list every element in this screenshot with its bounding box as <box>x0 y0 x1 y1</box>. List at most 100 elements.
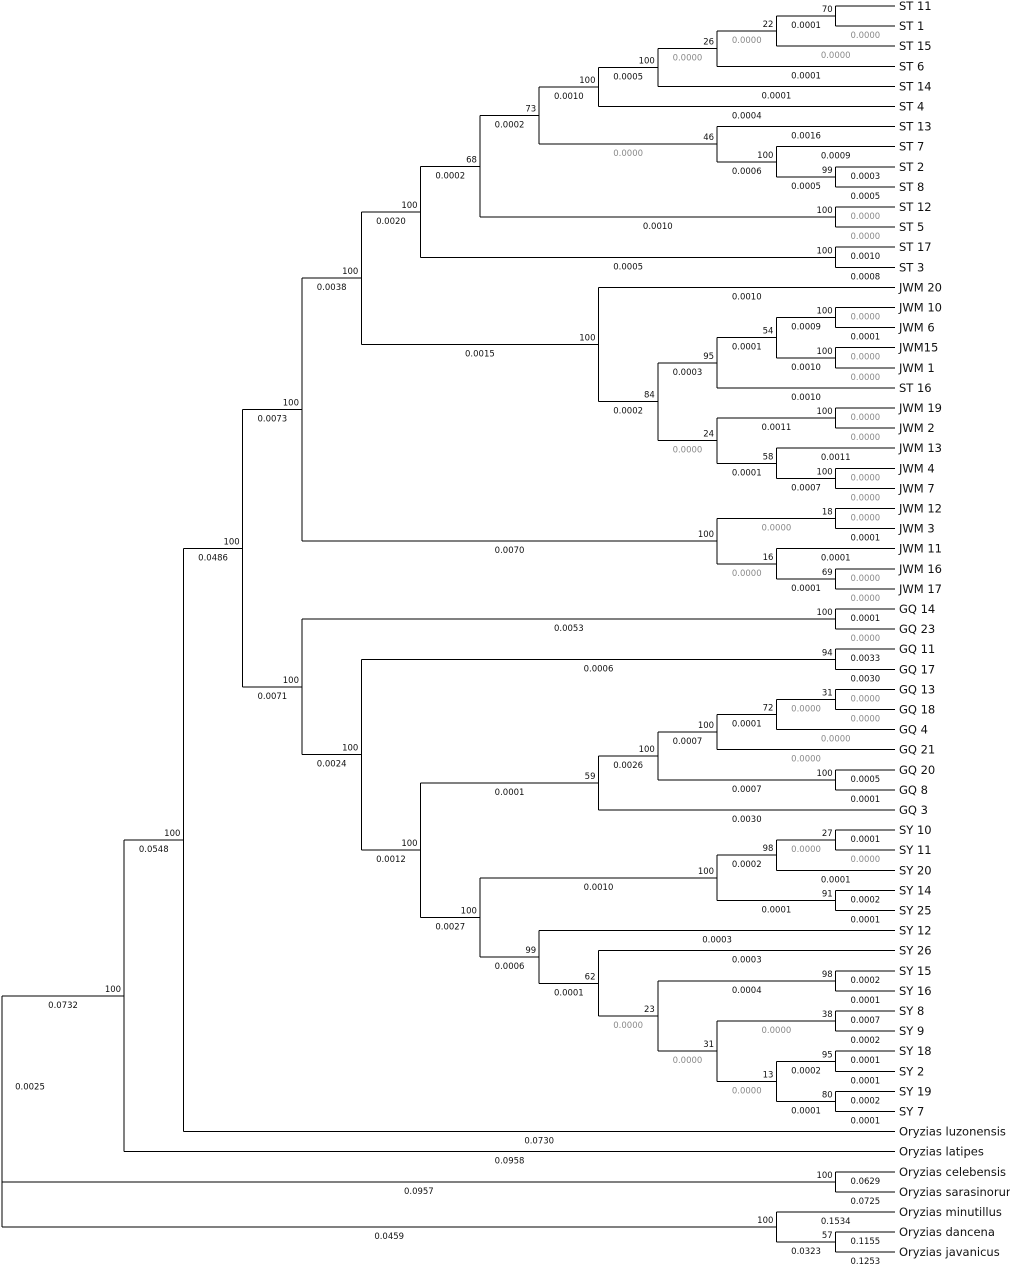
branch-length-label: 0.0001 <box>850 333 880 343</box>
branch-length-label: 0.0000 <box>850 31 880 41</box>
taxon-label: SY 2 <box>899 1064 924 1078</box>
branch-length-label: 0.0010 <box>732 292 762 302</box>
bootstrap-label: 100 <box>757 151 773 161</box>
branch-length-label: 0.0001 <box>850 835 880 845</box>
branch-length-label: 0.0009 <box>791 323 821 333</box>
branch-length-label: 0.0000 <box>673 446 703 456</box>
branch-length-label: 0.0007 <box>850 1016 880 1026</box>
branch-length-label: 0.0024 <box>317 760 347 770</box>
taxon-label: JWM 13 <box>898 441 942 455</box>
taxon-label: JWM 12 <box>898 502 942 516</box>
branch-length-label: 0.0323 <box>791 1247 821 1257</box>
branch-length-label: 0.0002 <box>732 860 762 870</box>
bootstrap-label: 73 <box>525 105 536 115</box>
bootstrap-label: 100 <box>698 867 714 877</box>
branch-length-label: 0.0000 <box>673 54 703 64</box>
branch-length-label: 0.0001 <box>850 996 880 1006</box>
taxon-label: SY 20 <box>899 863 932 877</box>
taxon-label: JWM 16 <box>898 562 942 576</box>
branch-length-label: 0.0070 <box>495 546 525 556</box>
taxon-label: Oryzias dancena <box>899 1225 995 1239</box>
branch-length-label: 0.0000 <box>791 755 821 765</box>
taxon-label: SY 9 <box>899 1024 924 1038</box>
taxon-label: JWM 11 <box>898 542 942 556</box>
taxon-label: GQ 14 <box>899 602 935 616</box>
branch-length-label: 0.0001 <box>821 554 851 564</box>
bootstrap-label: 22 <box>763 20 774 30</box>
taxon-label: ST 2 <box>899 160 924 174</box>
branch-length-label: 0.0006 <box>584 664 614 674</box>
bootstrap-label: 68 <box>466 155 477 165</box>
branch-length-label: 0.0459 <box>374 1232 404 1242</box>
bootstrap-label: 26 <box>703 38 714 48</box>
branch-length-label: 0.1155 <box>850 1237 880 1247</box>
bootstrap-label: 13 <box>763 1070 774 1080</box>
branch-length-label: 0.0006 <box>495 962 525 972</box>
branch-length-label: 0.0007 <box>673 737 703 747</box>
taxon-label: SY 19 <box>899 1084 932 1098</box>
branch-length-label: 0.0002 <box>495 121 525 131</box>
bootstrap-label: 80 <box>822 1090 833 1100</box>
branch-length-label: 0.0016 <box>791 132 821 142</box>
branch-length-label: 0.0957 <box>404 1187 434 1197</box>
bootstrap-label: 91 <box>822 889 833 899</box>
branch-length-label: 0.0001 <box>554 988 584 998</box>
bootstrap-label: 100 <box>639 57 655 67</box>
taxon-label: SY 26 <box>899 944 932 958</box>
bootstrap-label: 100 <box>698 530 714 540</box>
taxon-label: JWM 2 <box>898 421 935 435</box>
branch-length-label: 0.0000 <box>850 313 880 323</box>
taxon-label: ST 1 <box>899 19 924 33</box>
branch-length-label: 0.0000 <box>850 212 880 222</box>
branch-length-label: 0.0000 <box>821 51 851 61</box>
branch-length-label: 0.0003 <box>732 956 762 966</box>
branch-length-label: 0.0000 <box>850 373 880 383</box>
taxon-label: ST 17 <box>899 240 932 254</box>
branch-length-label: 0.0033 <box>850 654 880 664</box>
bootstrap-label: 100 <box>757 1216 773 1226</box>
branch-length-label: 0.0001 <box>850 534 880 544</box>
branch-length-label: 0.0005 <box>613 262 643 272</box>
taxon-label: GQ 8 <box>899 783 928 797</box>
branch-length-label: 0.0000 <box>613 149 643 159</box>
branch-length-label: 0.0009 <box>821 152 851 162</box>
branch-length-label: 0.0000 <box>791 704 821 714</box>
branch-length-label: 0.0073 <box>257 415 287 425</box>
branch-length-label: 0.0730 <box>524 1137 554 1147</box>
bootstrap-label: 100 <box>816 407 832 417</box>
bootstrap-label: 100 <box>698 721 714 731</box>
branch-length-label: 0.0010 <box>554 92 584 102</box>
taxon-label: GQ 3 <box>899 803 928 817</box>
branch-length-label: 0.0011 <box>821 453 851 463</box>
taxon-label: SY 25 <box>899 904 932 918</box>
branch-length-label: 0.0000 <box>850 855 880 865</box>
bootstrap-label: 23 <box>644 1005 655 1015</box>
taxon-label: JWM 3 <box>898 522 935 536</box>
taxon-label: Oryzias celebensis <box>899 1165 1006 1179</box>
branch-length-label: 0.0001 <box>495 788 525 798</box>
taxon-label: GQ 4 <box>899 723 928 737</box>
branch-length-label: 0.0000 <box>850 493 880 503</box>
taxon-label: GQ 21 <box>899 743 935 757</box>
branch-length-label: 0.0958 <box>495 1157 525 1167</box>
branch-length-label: 0.0725 <box>850 1197 880 1207</box>
taxon-label: ST 8 <box>899 180 924 194</box>
branch-length-label: 0.0000 <box>762 524 792 534</box>
bootstrap-label: 69 <box>822 568 833 578</box>
taxon-label: JWM 1 <box>898 361 935 375</box>
root-branch-length: 0.0025 <box>15 1082 45 1092</box>
bootstrap-label: 100 <box>283 676 299 686</box>
branch-length-label: 0.1253 <box>850 1257 880 1265</box>
branch-length-label: 0.0000 <box>850 574 880 584</box>
branch-length-label: 0.0548 <box>139 845 169 855</box>
taxon-label: ST 15 <box>899 39 932 53</box>
branch-length-label: 0.0002 <box>850 976 880 986</box>
taxon-label: ST 12 <box>899 200 932 214</box>
branch-length-label: 0.0005 <box>850 192 880 202</box>
branch-length-label: 0.0001 <box>850 1076 880 1086</box>
bootstrap-label: 46 <box>703 133 714 143</box>
branch-length-label: 0.0000 <box>850 353 880 363</box>
branch-length-label: 0.0000 <box>850 232 880 242</box>
